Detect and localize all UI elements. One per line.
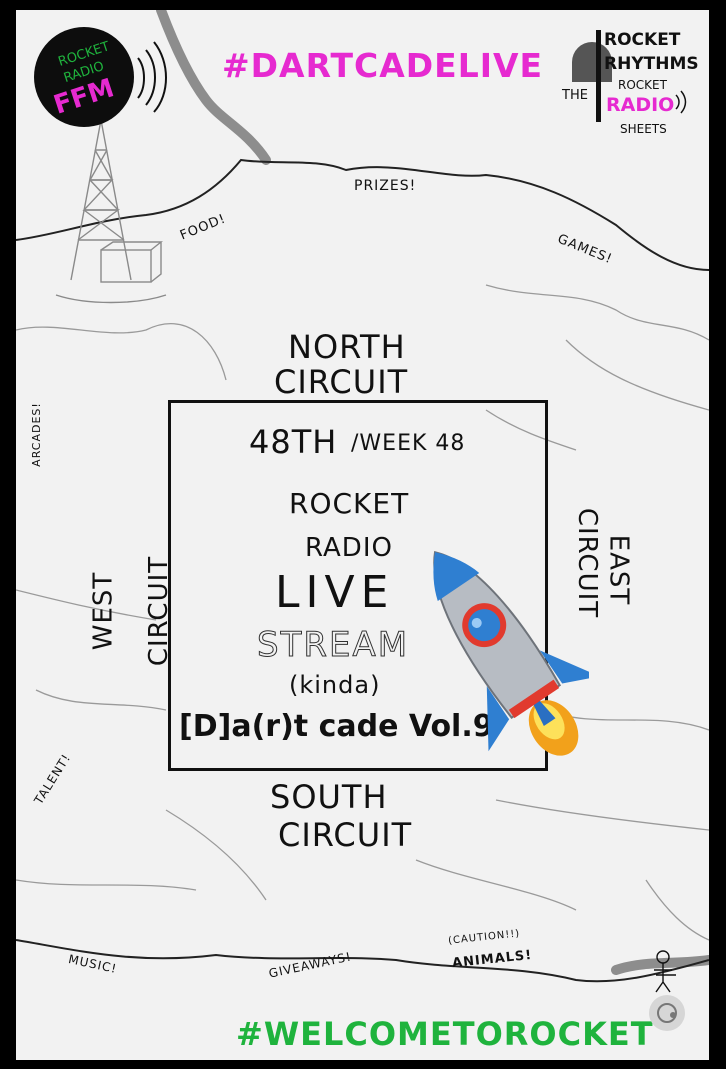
rocket-radio-ffm-logo: ROCKET RADIO FFM: [34, 27, 134, 127]
rr-line-radio: RADIO: [606, 94, 675, 116]
rocket-icon: [433, 550, 589, 756]
line-live: LIVE: [275, 567, 395, 618]
west-circuit-line1: WEST: [88, 571, 119, 651]
broadcast-waves-icon: [137, 41, 167, 113]
north-circuit-line2: CIRCUIT: [274, 363, 409, 401]
rr-line-the: THE: [562, 88, 588, 103]
label-arcades: ARCADES!: [29, 402, 43, 467]
map-drawing: [16, 10, 709, 993]
line-title: [D]a(r)t cade Vol.9: [179, 709, 494, 744]
radio-tower: [55, 119, 167, 304]
figure-icon: [654, 950, 676, 993]
hashtag-bottom: #WELCOMETOROCKET: [236, 1015, 654, 1053]
palette-button[interactable]: [649, 995, 685, 1031]
coast-bottom: [16, 939, 709, 983]
north-circuit-line1: NORTH: [288, 328, 406, 366]
region-line-2: [485, 284, 709, 341]
hashtag-top: #DARTCADELIVE: [222, 46, 544, 85]
label-prizes: PRIZES!: [354, 178, 417, 194]
coast-top: [16, 158, 709, 271]
line-kinda: (kinda): [289, 671, 381, 699]
rr-half-circle: [572, 42, 612, 82]
line-radio: RADIO: [305, 533, 393, 563]
region-line-10: [16, 879, 197, 891]
palette-dot: [670, 1012, 676, 1018]
region-line-12: [645, 879, 709, 941]
rr-line-sheets: SHEETS: [620, 122, 667, 136]
small-waves-icon: [675, 90, 687, 114]
rr-line-rocket-small: ROCKET: [618, 78, 667, 92]
line-stream: STREAM: [256, 625, 410, 666]
river-top: [156, 10, 271, 165]
region-line-1: [16, 323, 227, 381]
line-rocket: ROCKET: [289, 487, 410, 520]
region-line-7: [495, 799, 709, 831]
east-circuit-line1: EAST: [603, 534, 634, 606]
palette-icon: [657, 1003, 677, 1023]
region-line-3: [565, 339, 709, 411]
rr-line-rocket: ROCKET: [604, 30, 681, 50]
center-box: 48TH /WEEK 48 ROCKET RADIO LIVE STREAM (…: [168, 400, 548, 771]
rr-line-rhythms: RHYTHMS: [604, 54, 699, 74]
week-number: 48TH: [249, 423, 338, 461]
week-label: /WEEK 48: [351, 431, 466, 456]
region-line-8: [165, 809, 267, 901]
south-circuit-line2: CIRCUIT: [278, 816, 413, 854]
region-line-9: [415, 859, 577, 911]
south-circuit-line1: SOUTH: [270, 778, 388, 816]
map-canvas: ROCKET RADIO FFM #DARTCADELIVE ROCKET RH…: [16, 10, 709, 1060]
region-line-11: [485, 409, 577, 451]
rr-bar: [596, 30, 601, 122]
region-line-5: [35, 689, 167, 711]
rocket-rhythms-logo: ROCKET RHYTHMS THE ROCKET RADIO SHEETS: [562, 30, 699, 145]
region-line-4: [16, 589, 157, 621]
